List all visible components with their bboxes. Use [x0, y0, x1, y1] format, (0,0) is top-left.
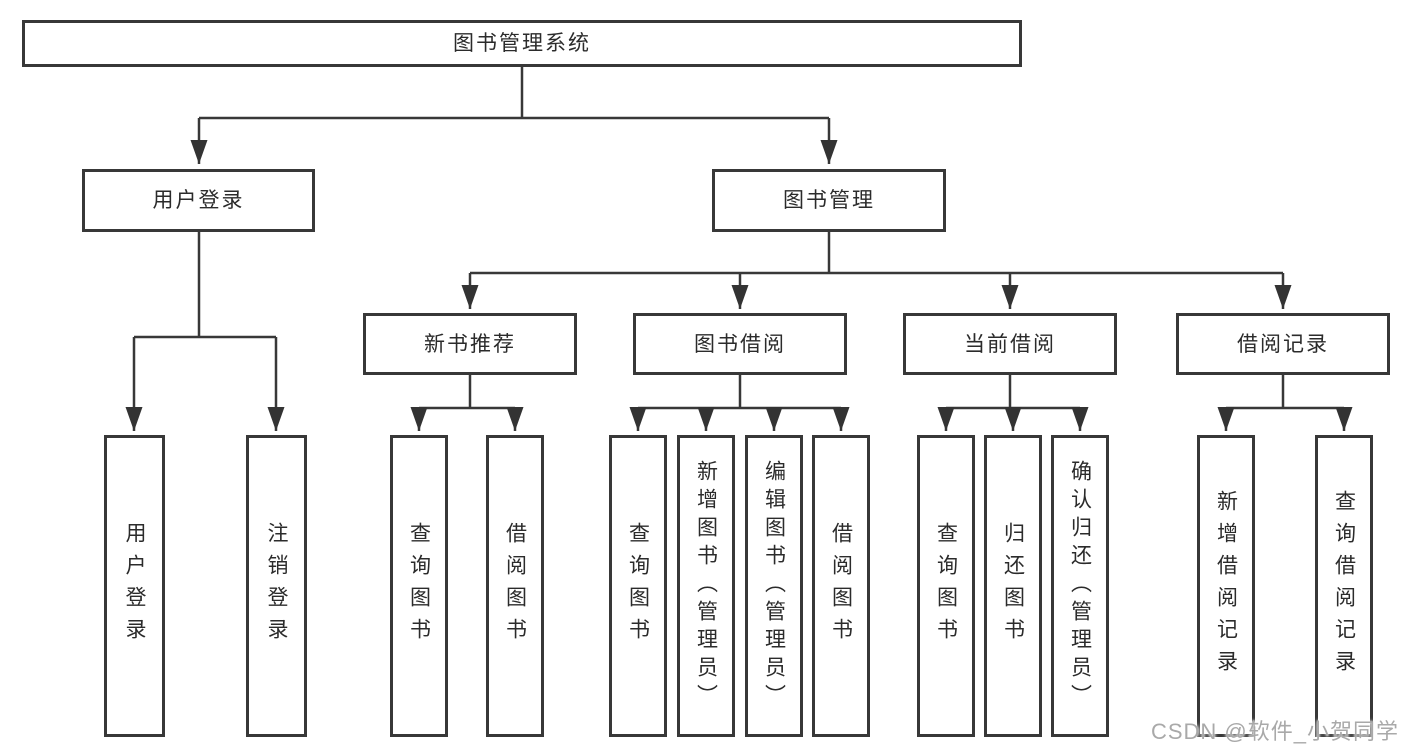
leaf-records-query-record: 查询借阅记录: [1315, 435, 1373, 737]
node-label: 确认归还（管理员）: [1068, 460, 1092, 712]
node-current-borrowing: 当前借阅: [903, 313, 1117, 375]
node-label: 查询图书: [934, 522, 958, 650]
node-label: 当前借阅: [964, 332, 1056, 356]
node-label: 新书推荐: [424, 332, 516, 356]
leaf-borrowing-query-books: 查询图书: [609, 435, 667, 737]
leaf-current-return-books: 归还图书: [984, 435, 1042, 737]
node-book-management: 图书管理: [712, 169, 946, 232]
node-label: 用户登录: [152, 189, 245, 212]
node-label: 查询借阅记录: [1332, 490, 1356, 682]
leaf-records-add-record: 新增借阅记录: [1197, 435, 1255, 737]
node-label: 注销登录: [265, 522, 288, 650]
node-label: 用户登录: [123, 522, 146, 650]
node-label: 借阅图书: [829, 522, 853, 650]
watermark: CSDN @软件_小贺同学: [1150, 719, 1399, 744]
node-label: 查询图书: [626, 522, 650, 650]
node-label: 图书管理系统: [453, 32, 591, 55]
leaf-current-query-books: 查询图书: [917, 435, 975, 737]
node-borrowing-records: 借阅记录: [1176, 313, 1390, 375]
leaf-current-confirm-return-admin: 确认归还（管理员）: [1051, 435, 1109, 737]
node-label: 编辑图书（管理员）: [762, 460, 786, 712]
leaf-borrowing-edit-books-admin: 编辑图书（管理员）: [745, 435, 803, 737]
leaf-newbook-borrow-books: 借阅图书: [486, 435, 544, 737]
node-book-borrowing: 图书借阅: [633, 313, 847, 375]
leaf-logout-login: 注销登录: [246, 435, 307, 737]
leaf-borrowing-borrow-books: 借阅图书: [812, 435, 870, 737]
node-label: 新增图书（管理员）: [694, 460, 718, 712]
node-label: 图书借阅: [694, 332, 786, 356]
leaf-newbook-query-books: 查询图书: [390, 435, 448, 737]
node-user-login: 用户登录: [82, 169, 315, 232]
node-label: 借阅图书: [503, 522, 527, 650]
node-label: 新增借阅记录: [1214, 490, 1238, 682]
leaf-borrowing-add-books-admin: 新增图书（管理员）: [677, 435, 735, 737]
node-new-book-recommendation: 新书推荐: [363, 313, 577, 375]
node-label: 借阅记录: [1237, 332, 1329, 356]
node-label: 归还图书: [1001, 522, 1025, 650]
leaf-user-login: 用户登录: [104, 435, 165, 737]
node-root: 图书管理系统: [22, 20, 1022, 67]
node-label: 查询图书: [407, 522, 431, 650]
node-label: 图书管理: [783, 189, 875, 212]
